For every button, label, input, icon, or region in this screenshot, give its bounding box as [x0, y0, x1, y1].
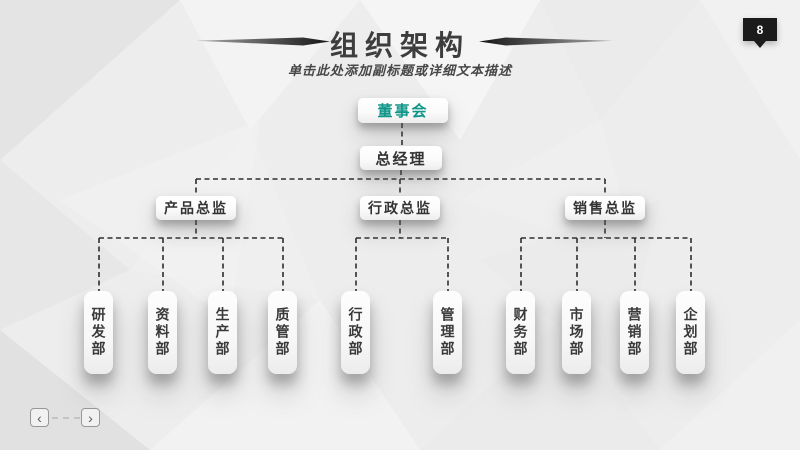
prev-slide-button[interactable]: ‹	[30, 408, 49, 427]
chevron-right-icon: ›	[88, 409, 93, 426]
org-node-dept: 企划部	[676, 291, 705, 374]
nav-divider	[52, 417, 80, 419]
org-node-label: 研发部	[90, 307, 107, 358]
org-node-label: 产品总监	[164, 200, 228, 216]
org-node-label: 财务部	[512, 307, 529, 358]
page-number: 8	[756, 22, 764, 37]
org-node-label: 行政部	[347, 307, 364, 358]
title-flourish-left-icon	[196, 37, 330, 46]
org-node-dept: 市场部	[562, 291, 591, 374]
title-flourish-right-icon	[479, 37, 613, 46]
page-badge-pointer	[754, 41, 766, 48]
org-node-label: 质管部	[274, 307, 291, 358]
org-node-dept: 管理部	[433, 291, 462, 374]
org-node-label: 销售总监	[573, 200, 637, 216]
org-node-label: 企划部	[682, 307, 699, 358]
next-slide-button[interactable]: ›	[81, 408, 100, 427]
org-node-dept: 生产部	[208, 291, 237, 374]
page-number-badge: 8	[743, 18, 777, 48]
org-node-dept: 研发部	[84, 291, 113, 374]
org-node-dept: 行政部	[341, 291, 370, 374]
org-node-dept: 资料部	[148, 291, 177, 374]
org-node-dept: 质管部	[268, 291, 297, 374]
org-node-label: 管理部	[439, 307, 456, 358]
org-node-dept: 营销部	[620, 291, 649, 374]
org-node-label: 市场部	[568, 307, 585, 358]
org-node-board: 董事会	[358, 98, 448, 123]
org-node-label: 董事会	[377, 103, 429, 120]
slide-subtitle: 单击此处添加副标题或详细文本描述	[287, 63, 512, 78]
org-node-label: 总经理	[375, 150, 427, 168]
slide-title: 组织架构	[329, 30, 470, 61]
org-node-label: 行政总监	[368, 200, 432, 216]
org-node-general-manager: 总经理	[360, 146, 442, 170]
org-node-label: 资料部	[154, 307, 171, 358]
org-node-product-director: 产品总监	[156, 196, 236, 220]
org-node-dept: 财务部	[506, 291, 535, 374]
org-node-label: 生产部	[214, 307, 231, 358]
org-node-label: 营销部	[626, 307, 643, 358]
chevron-left-icon: ‹	[37, 409, 42, 426]
org-node-admin-director: 行政总监	[360, 196, 440, 220]
org-node-sales-director: 销售总监	[565, 196, 645, 220]
